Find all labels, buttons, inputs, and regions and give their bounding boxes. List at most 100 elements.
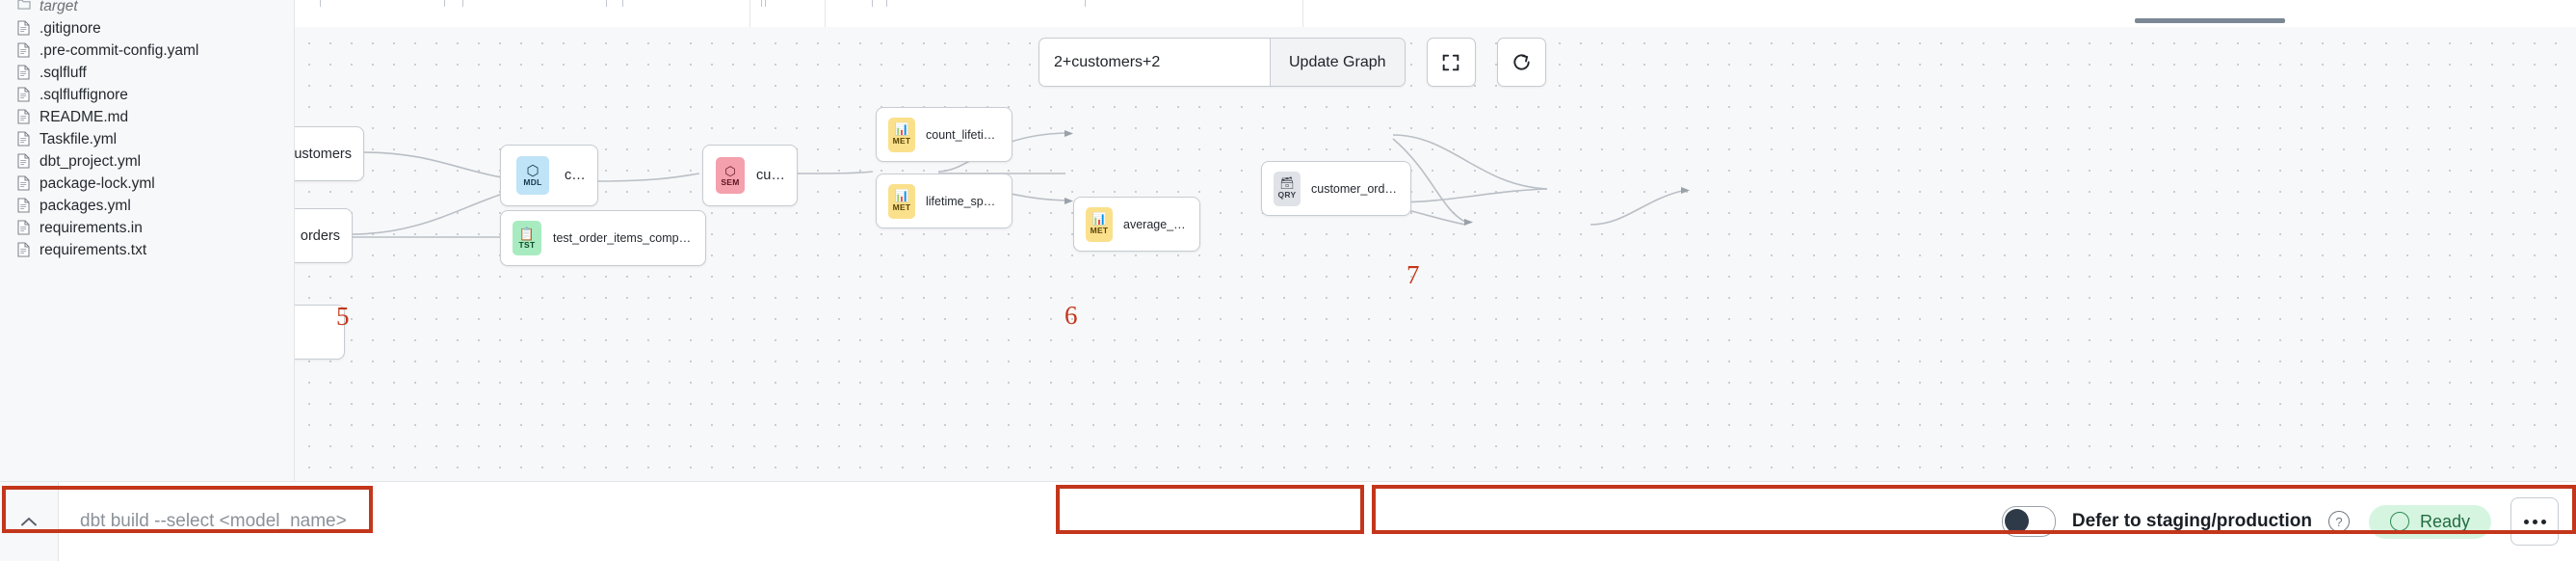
- semantic-type-badge: ⬡ SEM: [716, 157, 745, 194]
- graph-node-label: customers: [565, 168, 597, 183]
- graph-node-label: average_order_value: [1123, 217, 1199, 231]
- tab-stub[interactable]: [320, 0, 445, 7]
- graph-node-lifetime-spend-pretax[interactable]: 📊 MET lifetime_spend_pretax: [876, 174, 1012, 228]
- file-name: .sqlfluff: [39, 64, 87, 81]
- badge-abbr: MDL: [523, 176, 542, 187]
- file-icon: [17, 131, 31, 147]
- toggle-knob: [2004, 509, 2029, 533]
- defer-toggle-group[interactable]: Defer to staging/production ?: [2001, 506, 2350, 537]
- graph-node-stg-customers[interactable]: tg_customers: [295, 126, 364, 181]
- file-tree-file[interactable]: requirements.in: [0, 217, 294, 239]
- active-tab-indicator: [2135, 18, 2285, 23]
- file-name: README.md: [39, 108, 129, 125]
- file-tree-file[interactable]: .gitignore: [0, 17, 294, 40]
- defer-label: Defer to staging/production: [2071, 511, 2312, 531]
- graph-selector-group[interactable]: 2+customers+2 Update Graph: [1038, 38, 1406, 87]
- tab-stub[interactable]: [622, 0, 762, 7]
- defer-toggle[interactable]: [2001, 506, 2056, 537]
- graph-node-label: test_order_items_compute_to_bools...: [553, 231, 705, 245]
- metric-type-badge: 📊 MET: [888, 183, 915, 219]
- graph-node-label: customers: [756, 168, 797, 183]
- help-circle-icon[interactable]: ?: [2327, 511, 2350, 532]
- graph-node-test-order-items[interactable]: 📋 TST test_order_items_compute_to_bools.…: [500, 210, 706, 266]
- file-name: Taskfile.yml: [39, 130, 118, 147]
- file-icon: [17, 42, 31, 59]
- badge-abbr: MET: [892, 136, 911, 146]
- bar-chart-icon: 📊: [1091, 212, 1107, 226]
- file-name: .gitignore: [39, 19, 101, 37]
- file-tree-file[interactable]: dbt_project.yml: [0, 150, 294, 173]
- status-dot-icon: [2389, 512, 2409, 531]
- file-name: target: [39, 0, 78, 14]
- file-icon: [17, 220, 31, 236]
- ellipsis-dot: [2532, 519, 2537, 524]
- file-icon: [17, 65, 31, 81]
- model-type-badge: ⬡ MDL: [516, 156, 549, 195]
- badge-abbr: MET: [1090, 226, 1109, 235]
- more-options-button[interactable]: [2510, 497, 2559, 546]
- file-name: .pre-commit-config.yaml: [39, 41, 199, 59]
- file-icon: [17, 87, 31, 103]
- refresh-button[interactable]: [1496, 38, 1546, 87]
- file-icon: [17, 20, 31, 37]
- tab-stub[interactable]: [886, 0, 1086, 7]
- file-tree-file[interactable]: README.md: [0, 106, 294, 128]
- expand-console-button[interactable]: [0, 482, 59, 561]
- graph-node-label: lifetime_spend_pretax: [926, 194, 1012, 208]
- refresh-icon: [1512, 54, 1530, 70]
- file-name: .sqlfluffignore: [39, 86, 128, 103]
- file-name: requirements.in: [39, 219, 143, 236]
- bottom-command-bar: dbt build --select <model_name> Defer to…: [0, 481, 2576, 561]
- graph-node-clipped-bottom[interactable]: [295, 305, 345, 360]
- semantic-icon: ⬡: [724, 163, 736, 178]
- badge-abbr: TST: [518, 239, 536, 250]
- status-badge[interactable]: Ready: [2368, 504, 2491, 539]
- graph-node-average-order-value[interactable]: 📊 MET average_order_value: [1073, 197, 1200, 252]
- chevron-up-icon: [21, 517, 37, 525]
- ellipsis-dot: [2523, 519, 2529, 524]
- bottom-right-controls: Defer to staging/production ? Ready: [2001, 482, 2559, 561]
- folder-icon: [17, 0, 31, 14]
- graph-node-customer-order-metrics[interactable]: 🗃 QRY customer_order_metrics: [1261, 161, 1411, 216]
- update-graph-button[interactable]: Update Graph: [1270, 39, 1405, 86]
- bar-chart-icon: 📊: [894, 122, 909, 136]
- annotation-number-7: 7: [1406, 260, 1420, 289]
- command-input[interactable]: dbt build --select <model_name>: [80, 511, 347, 531]
- annotation-number-5: 5: [336, 302, 350, 331]
- file-tree-file[interactable]: package-lock.yml: [0, 173, 294, 195]
- bar-chart-icon: 📊: [894, 189, 909, 202]
- graph-node-label: customer_order_metrics: [1311, 181, 1410, 196]
- test-type-badge: 📋 TST: [513, 221, 541, 255]
- query-type-badge: 🗃 QRY: [1274, 171, 1301, 206]
- graph-node-label: tg_customers: [295, 146, 352, 162]
- file-tree-file[interactable]: Taskfile.yml: [0, 128, 294, 150]
- expand-icon: [1442, 54, 1459, 70]
- graph-node-count-lifetime-orders[interactable]: 📊 MET count_lifetime_orders: [876, 107, 1012, 162]
- file-explorer-panel[interactable]: target .gitignore .pre-commit-config.yaml.…: [0, 0, 295, 482]
- file-tree-file[interactable]: .sqlfluff: [0, 62, 294, 84]
- badge-abbr: QRY: [1277, 190, 1297, 200]
- lineage-graph-canvas[interactable]: tg_customers orders ⬡ MDL customers 📋 TS…: [295, 27, 2576, 482]
- metric-type-badge: 📊 MET: [888, 117, 915, 152]
- file-tree-file[interactable]: .pre-commit-config.yaml: [0, 40, 294, 62]
- file-name: package-lock.yml: [39, 174, 155, 192]
- file-tree-file[interactable]: .sqlfluffignore: [0, 84, 294, 106]
- tab-stub[interactable]: [462, 0, 607, 7]
- file-tree-file[interactable]: requirements.txt: [0, 239, 294, 261]
- graph-node-customers-semantic[interactable]: ⬡ SEM customers: [702, 145, 798, 206]
- editor-tab-strip[interactable]: [295, 0, 2576, 28]
- graph-node-label: count_lifetime_orders: [926, 127, 1012, 142]
- file-icon: [17, 109, 31, 125]
- fullscreen-button[interactable]: [1426, 38, 1476, 87]
- file-icon: [17, 153, 31, 170]
- command-area[interactable]: dbt build --select <model_name>: [0, 482, 347, 561]
- file-tree-file[interactable]: packages.yml: [0, 195, 294, 217]
- graph-node-stg-orders[interactable]: orders: [295, 208, 353, 263]
- file-tree-folder[interactable]: target: [0, 0, 294, 17]
- graph-node-customers-model[interactable]: ⬡ MDL customers: [500, 145, 598, 206]
- badge-abbr: SEM: [721, 176, 740, 187]
- tab-stub[interactable]: [765, 0, 873, 7]
- graph-selector-input[interactable]: 2+customers+2: [1054, 53, 1161, 70]
- graph-toolbar[interactable]: 2+customers+2 Update Graph: [1038, 38, 1546, 87]
- file-name: dbt_project.yml: [39, 152, 142, 170]
